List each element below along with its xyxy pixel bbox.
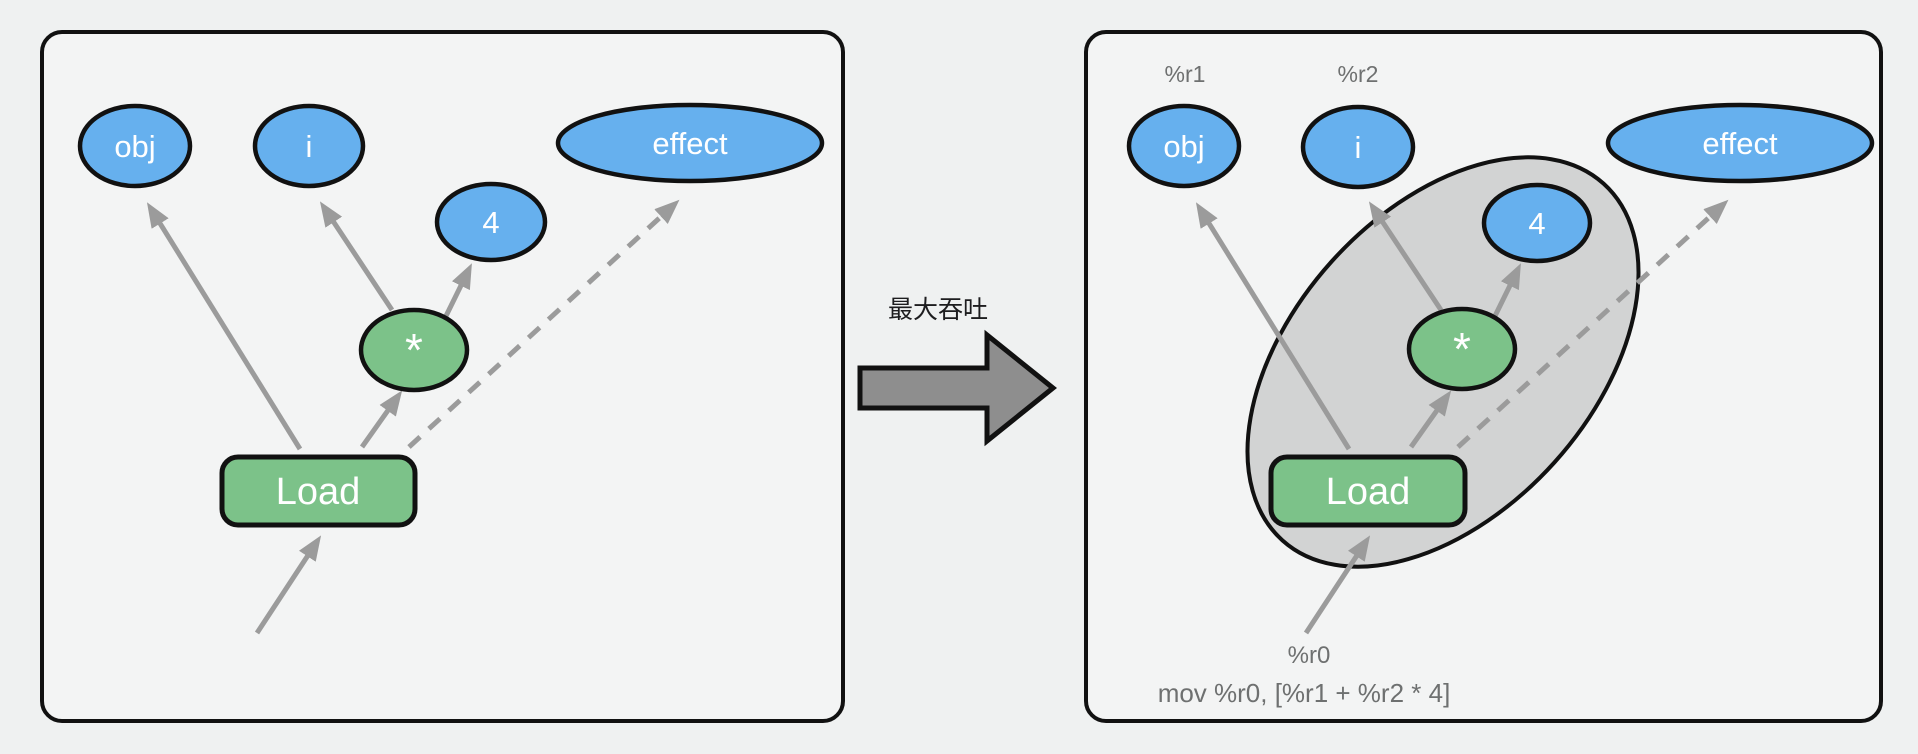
register-label-r1: %r1 <box>1165 61 1206 87</box>
edge-multiply-to-i <box>1368 201 1444 312</box>
node-i-label: i <box>306 129 313 164</box>
node-load <box>1268 454 1468 528</box>
node-obj-label: obj <box>1163 129 1204 164</box>
node-multiply <box>1406 306 1518 392</box>
edge-input-to-load <box>254 535 322 635</box>
edge-load-to-obj <box>146 202 303 451</box>
right-panel: %r1 %r2 obj i 4 effect * Load %r0 mov %r… <box>1084 30 1883 723</box>
node-four <box>434 181 548 263</box>
node-obj <box>77 103 193 189</box>
node-load <box>219 454 418 528</box>
node-four-label: 4 <box>1528 206 1545 241</box>
node-four-label: 4 <box>482 205 499 240</box>
left-panel: obj i 4 effect * Load <box>40 30 845 723</box>
edge-load-to-effect-dashed <box>407 199 680 449</box>
node-multiply <box>358 307 470 393</box>
node-effect <box>1605 102 1875 184</box>
node-multiply-label: * <box>405 324 423 376</box>
transform-arrow-label: 最大吞吐 <box>888 296 988 324</box>
register-label-r0: %r0 <box>1288 642 1331 669</box>
edge-load-to-multiply <box>359 390 403 449</box>
node-obj-label: obj <box>114 129 155 164</box>
edge-load-to-effect-dashed <box>1456 199 1729 449</box>
register-label-r2: %r2 <box>1338 61 1379 87</box>
node-effect-label: effect <box>652 126 728 161</box>
node-multiply-label: * <box>1453 323 1471 375</box>
node-load-label: Load <box>276 471 361 513</box>
transform-arrow-icon <box>857 329 1057 447</box>
edge-r0-input-to-load <box>1303 535 1371 635</box>
transform-arrow-group: 最大吞吐 <box>857 296 1057 447</box>
edge-multiply-to-i <box>319 201 395 312</box>
node-obj <box>1126 103 1242 189</box>
edge-multiply-to-four <box>443 263 472 318</box>
node-four <box>1481 182 1593 264</box>
edge-load-to-multiply <box>1408 390 1452 449</box>
node-i <box>1300 104 1416 190</box>
node-i <box>252 103 366 189</box>
node-i-label: i <box>1355 130 1362 165</box>
node-load-label: Load <box>1326 471 1411 513</box>
instruction-text: mov %r0, [%r1 + %r2 * 4] <box>1158 678 1451 708</box>
node-effect <box>555 102 825 184</box>
edge-load-to-obj <box>1195 202 1352 451</box>
edge-multiply-to-four <box>1492 263 1521 318</box>
node-effect-label: effect <box>1702 126 1778 161</box>
